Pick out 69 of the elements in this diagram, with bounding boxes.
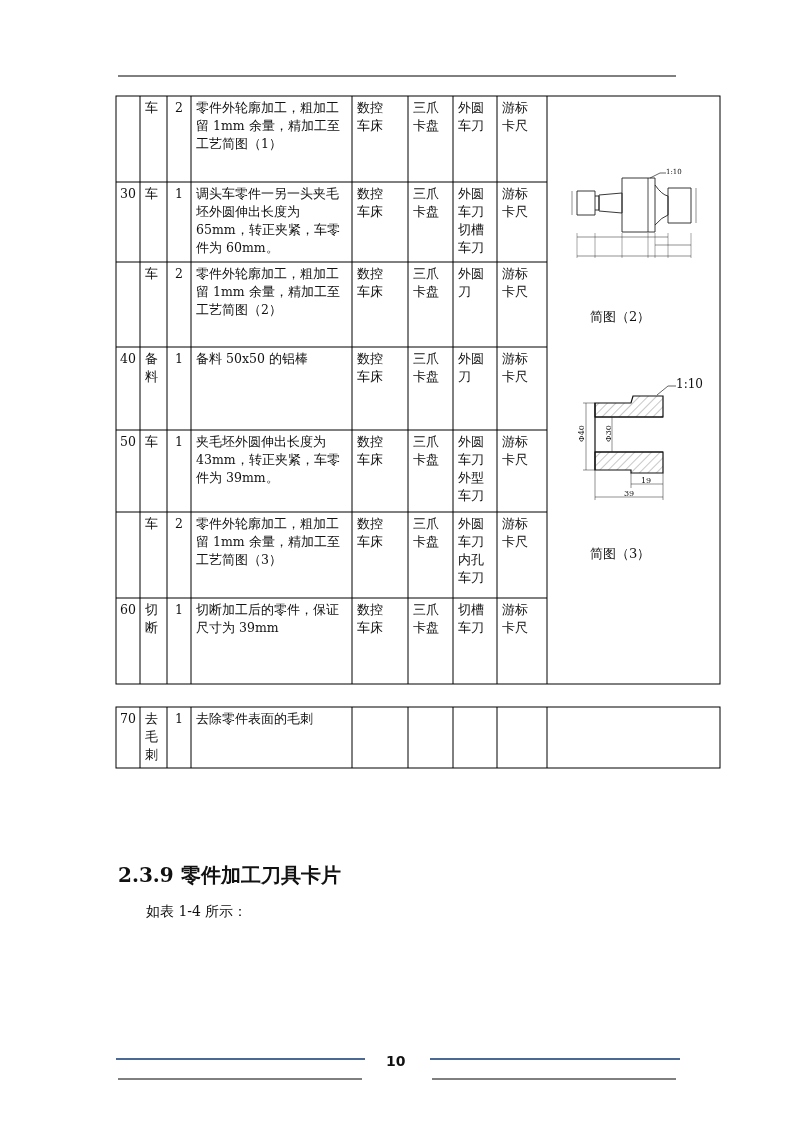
table-cell-text: 70 [119, 710, 137, 728]
table-cell-text: 数控车床 [357, 601, 384, 637]
table-cell-text: 去除零件表面的毛刺 [196, 710, 314, 728]
table-cell-text: 1 [174, 433, 184, 451]
table-cell-text: 零件外轮廓加工，粗加工留 1mm 余量，精加工至工艺简图（2） [196, 265, 341, 319]
leader-line [649, 172, 667, 179]
table-cell-text: 去毛刺 [145, 710, 159, 764]
table-cell-text: 车 [145, 99, 159, 117]
table-cell-text: 车 [145, 265, 159, 283]
table-cell-text: 三爪卡盘 [413, 350, 440, 386]
table-cell-text: 切断 [145, 601, 159, 637]
table-cell-text: 三爪卡盘 [413, 185, 440, 221]
table-cell-text: 外圆车刀 [458, 99, 485, 135]
page-number: 10 [386, 1053, 406, 1069]
dimension-text: 19 [641, 476, 652, 485]
table-cell-text: 1 [174, 710, 184, 728]
table-cell-text: 零件外轮廓加工，粗加工留 1mm 余量，精加工至工艺简图（1） [196, 99, 341, 153]
table-cell-text: 备料 50x50 的铝棒 [196, 350, 309, 368]
table-cell-text: 三爪卡盘 [413, 515, 440, 551]
figure-caption: 简图（3） [590, 545, 651, 563]
dimension-text: 39 [624, 489, 635, 498]
body-text: 如表 1-4 所示： [146, 903, 248, 921]
table-cell-text: 三爪卡盘 [413, 433, 440, 469]
table-cell-text: 1 [174, 350, 184, 368]
table-cell-text: 外圆车刀内孔车刀 [458, 515, 485, 587]
table-cell-text: 2 [174, 515, 184, 533]
section-heading: 2.3.9 零件加工刀具卡片 [118, 862, 341, 889]
table-cell-text: 外圆车刀切槽车刀 [458, 185, 485, 257]
dimension-text: Φ30 [603, 425, 613, 442]
table-cell-text: 三爪卡盘 [413, 601, 440, 637]
table-cell-text: 50 [119, 433, 137, 451]
dimension-text: Φ40 [576, 425, 586, 442]
table-cell-text: 车 [145, 433, 159, 451]
leader-line [656, 385, 677, 396]
table-cell-text: 车 [145, 515, 159, 533]
table-cell-text: 游标卡尺 [502, 433, 529, 469]
table-cell-text: 数控车床 [357, 515, 384, 551]
figure-caption: 简图（2） [590, 308, 651, 326]
table-cell-text: 数控车床 [357, 185, 384, 221]
table-cell-text: 外圆刀 [458, 265, 485, 301]
table-cell-text: 三爪卡盘 [413, 99, 440, 135]
table-cell-text: 三爪卡盘 [413, 265, 440, 301]
table-cell-text: 切槽车刀 [458, 601, 485, 637]
table-cell-text: 游标卡尺 [502, 350, 529, 386]
table-cell-text: 外圆刀 [458, 350, 485, 386]
table-cell-text: 游标卡尺 [502, 99, 529, 135]
table-cell-text: 60 [119, 601, 137, 619]
table-cell-text: 外圆车刀外型车刀 [458, 433, 485, 505]
table-cell-text: 30 [119, 185, 137, 203]
table-cell-text: 切断加工后的零件，保证尺寸为 39mm [196, 601, 340, 637]
table-cell-text: 2 [174, 265, 184, 283]
table-cell-text: 零件外轮廓加工，粗加工留 1mm 余量，精加工至工艺简图（3） [196, 515, 341, 569]
table-cell-text: 调头车零件一另一头夹毛坯外圆伸出长度为65mm，转正夹紧，车零件为 60mm。 [196, 185, 341, 257]
table-cell-text: 1 [174, 185, 184, 203]
table-cell-text: 2 [174, 99, 184, 117]
table-cell-text: 游标卡尺 [502, 515, 529, 551]
table-cell-text: 备料 [145, 350, 159, 386]
table-cell-text: 40 [119, 350, 137, 368]
dimension-text: 1:10 [676, 377, 703, 391]
table-cell-text: 数控车床 [357, 99, 384, 135]
table-cell-text: 游标卡尺 [502, 601, 529, 637]
table-cell-text: 数控车床 [357, 350, 384, 386]
table-cell-text: 游标卡尺 [502, 265, 529, 301]
table-cell-text: 数控车床 [357, 265, 384, 301]
table-cell-text: 1 [174, 601, 184, 619]
table-cell-text: 游标卡尺 [502, 185, 529, 221]
table-cell-text: 数控车床 [357, 433, 384, 469]
table-cell-text: 夹毛坯外圆伸出长度为43mm，转正夹紧，车零件为 39mm。 [196, 433, 341, 487]
table-cell-text: 车 [145, 185, 159, 203]
